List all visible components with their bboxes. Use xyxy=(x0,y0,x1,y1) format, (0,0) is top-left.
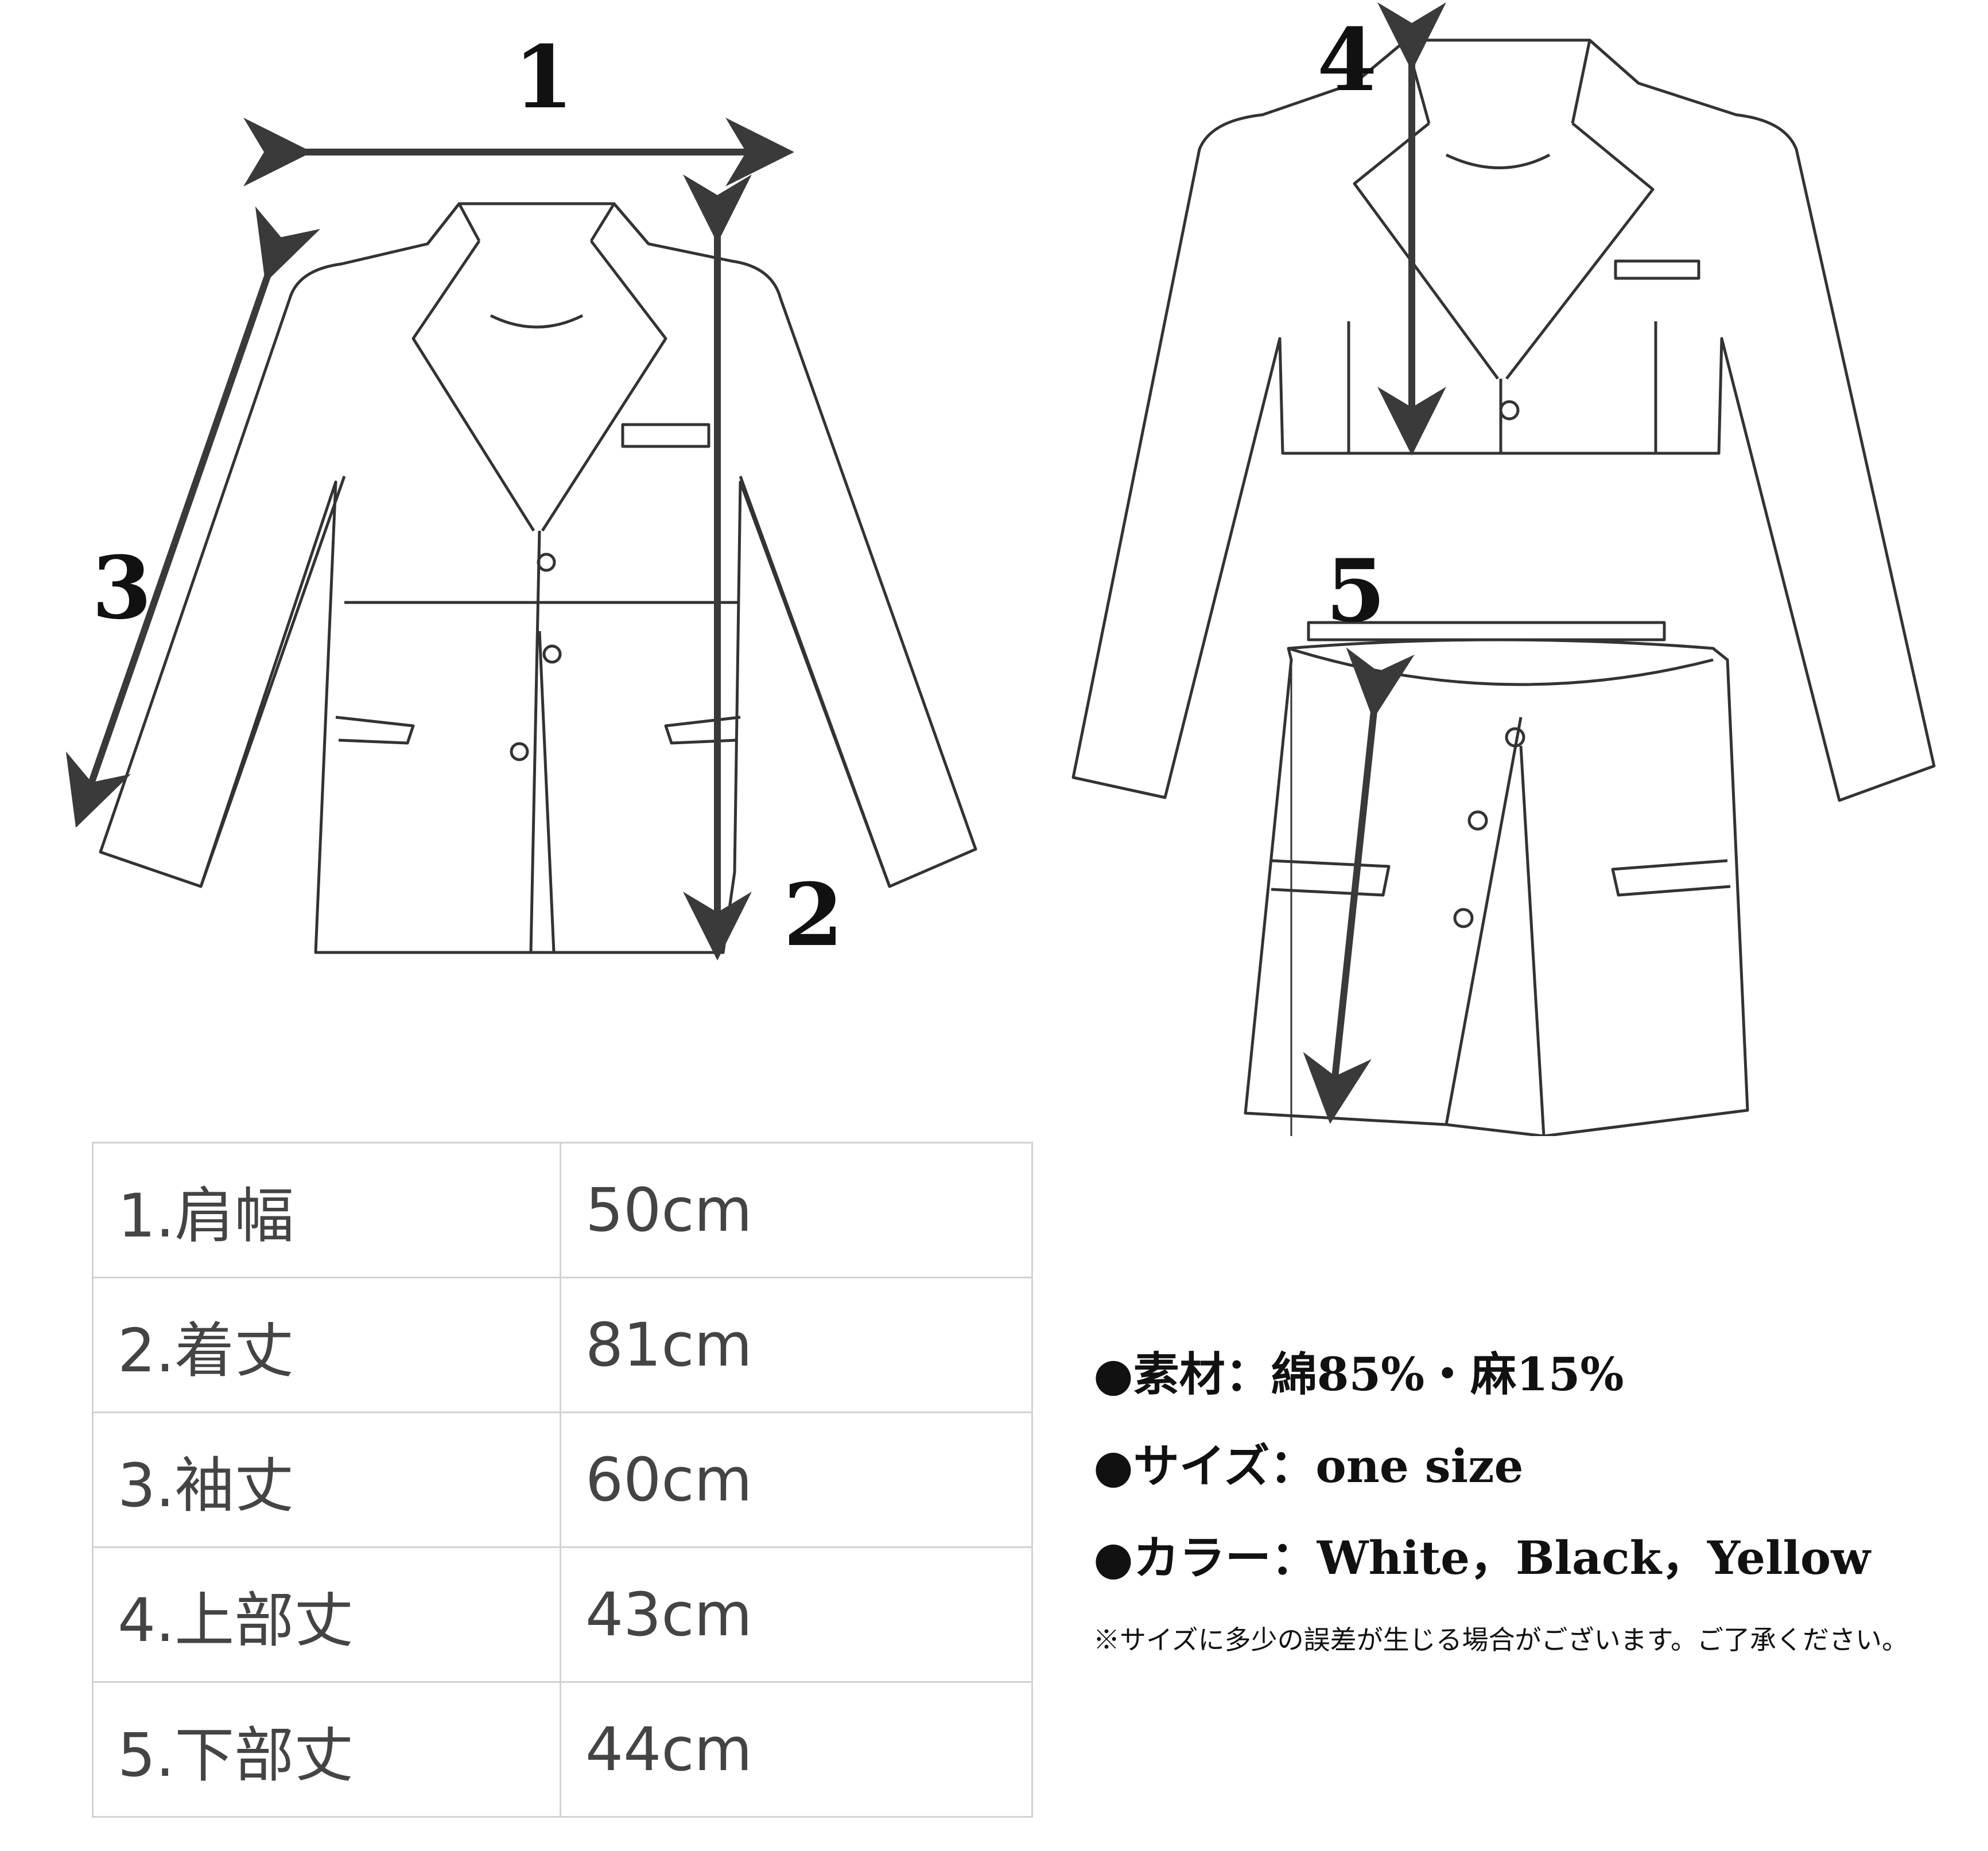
size-info: ●サイズ：one size xyxy=(1093,1439,1524,1493)
size-error-note: ※サイズに多少の誤差が生じる場合がございます。ご了承ください。 xyxy=(1093,1624,1909,1655)
table-row: 5.下部丈 44cm xyxy=(92,1681,1033,1818)
size-table: 1.肩幅 50cm 2.着丈 81cm 3.袖丈 60cm 4.上部丈 43cm… xyxy=(92,1142,1033,1818)
arrow-lower-length xyxy=(1303,647,1415,1124)
measure-label: 4.上部丈 xyxy=(92,1546,561,1683)
label-3: 3 xyxy=(92,538,152,639)
skirt-sketch xyxy=(1244,621,1749,1136)
measure-label: 1.肩幅 xyxy=(92,1142,561,1278)
table-row: 4.上部丈 43cm xyxy=(92,1546,1033,1683)
measure-value: 44cm xyxy=(560,1681,1033,1818)
measure-value: 60cm xyxy=(560,1411,1033,1548)
color-info: ●カラー：White，Black，Yellow xyxy=(1093,1531,1871,1585)
table-row: 1.肩幅 50cm xyxy=(92,1142,1033,1278)
table-row: 3.袖丈 60cm xyxy=(92,1411,1033,1548)
measure-value: 50cm xyxy=(560,1142,1033,1278)
table-row: 2.着丈 81cm xyxy=(92,1277,1033,1413)
label-2: 2 xyxy=(783,865,844,966)
cropped-jacket-sketch xyxy=(1071,38,1936,802)
label-4: 4 xyxy=(1317,10,1377,111)
arrow-sleeve-length xyxy=(65,206,321,828)
measurement-arrows xyxy=(65,2,1446,1124)
measure-value: 43cm xyxy=(560,1546,1033,1683)
label-5: 5 xyxy=(1326,540,1386,641)
label-1: 1 xyxy=(514,27,574,128)
measure-label: 5.下部丈 xyxy=(92,1681,561,1818)
material-info: ●素材：綿85%・麻15% xyxy=(1093,1347,1624,1401)
measure-label: 3.袖丈 xyxy=(92,1411,561,1548)
full-jacket-sketch xyxy=(99,202,977,954)
measure-label: 2.着丈 xyxy=(92,1277,561,1413)
measure-value: 81cm xyxy=(560,1277,1033,1413)
garment-measurement-diagram xyxy=(65,2,1936,1136)
